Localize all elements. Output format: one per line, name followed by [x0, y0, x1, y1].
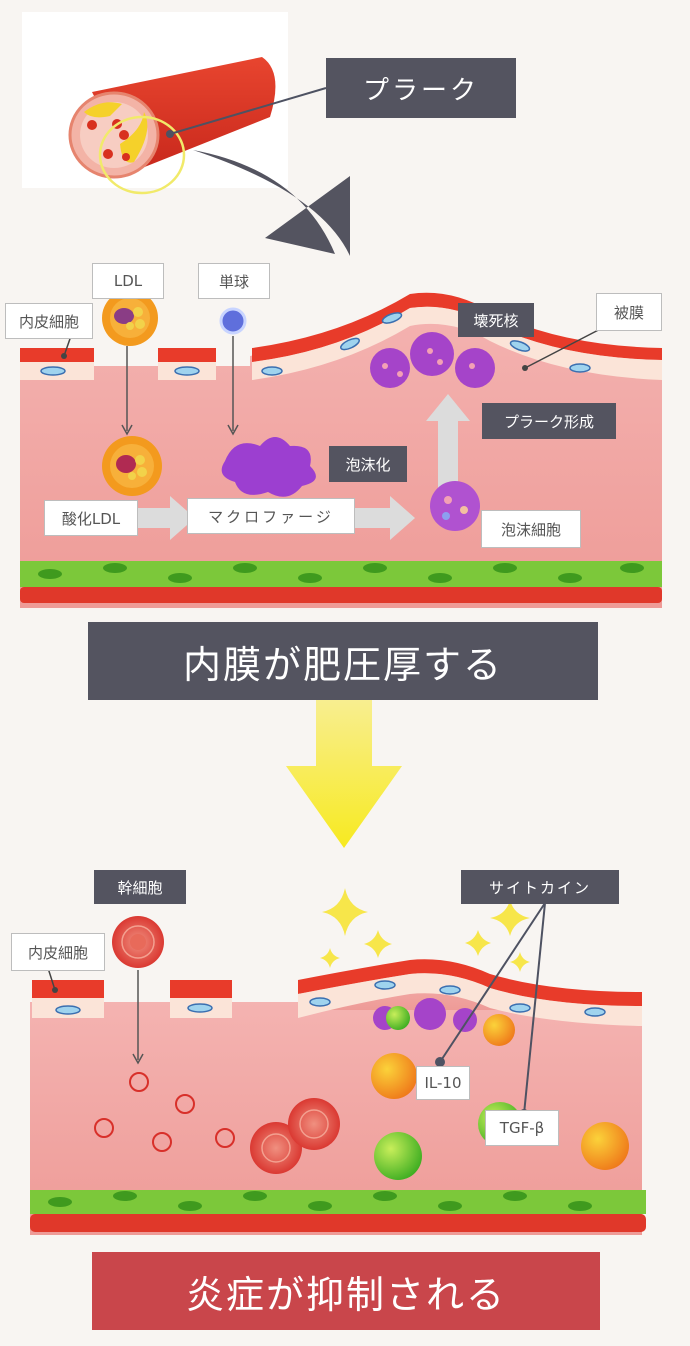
macrophage-icon [221, 437, 316, 497]
oxidized-ldl-label: 酸化LDL [44, 500, 138, 536]
ldl-particle-icon [102, 290, 158, 346]
stem-cell-label: 幹細胞 [94, 870, 186, 904]
curved-arrow-icon [193, 150, 350, 256]
il10-orb-icon [371, 1053, 417, 1099]
necrotic-core-cells [370, 332, 495, 388]
monocyte-icon [219, 307, 247, 335]
foam-cell-label: 泡沫細胞 [481, 510, 581, 548]
blood-vessel-icon [68, 57, 276, 195]
differentiated-cells [94, 1072, 235, 1152]
endothelial-cell-label-2: 内皮細胞 [11, 933, 105, 971]
capsule-label: 被膜 [596, 293, 662, 331]
necrotic-core-label: 壊死核 [458, 303, 534, 337]
intima-thickening-banner: 内膜が肥圧厚する [88, 622, 598, 700]
foam-formation-label: 泡沫化 [329, 446, 407, 482]
plaque-formation-label: プラーク形成 [482, 403, 616, 439]
macrophage-label: マクロファージ [187, 498, 355, 534]
tgfb-callout-line [523, 902, 546, 1115]
stem-cell-icon [112, 916, 164, 968]
foam-cell-icon [430, 481, 480, 531]
intima-stage2-diagram [30, 890, 676, 1236]
endothelial-cell-label: 内皮細胞 [5, 303, 93, 339]
tgfb-label: TGF-β [485, 1110, 559, 1146]
cytokine-label: サイトカイン [461, 870, 619, 904]
arrow-right-icon [135, 496, 195, 540]
plaque-callout-line [169, 87, 350, 256]
ldl-label: LDL [92, 263, 164, 299]
monocyte-label: 単球 [198, 263, 270, 299]
inflammation-suppressed-banner: 炎症が抑制される [92, 1252, 600, 1330]
il10-callout-line [439, 902, 546, 1063]
oxidized-ldl-icon [102, 436, 162, 496]
arrow-up-icon [426, 394, 470, 491]
arrow-right-icon [355, 496, 415, 540]
vessel-illustration-panel [22, 12, 288, 195]
il10-label: IL-10 [416, 1066, 470, 1100]
plaque-label: プラーク [326, 58, 516, 118]
